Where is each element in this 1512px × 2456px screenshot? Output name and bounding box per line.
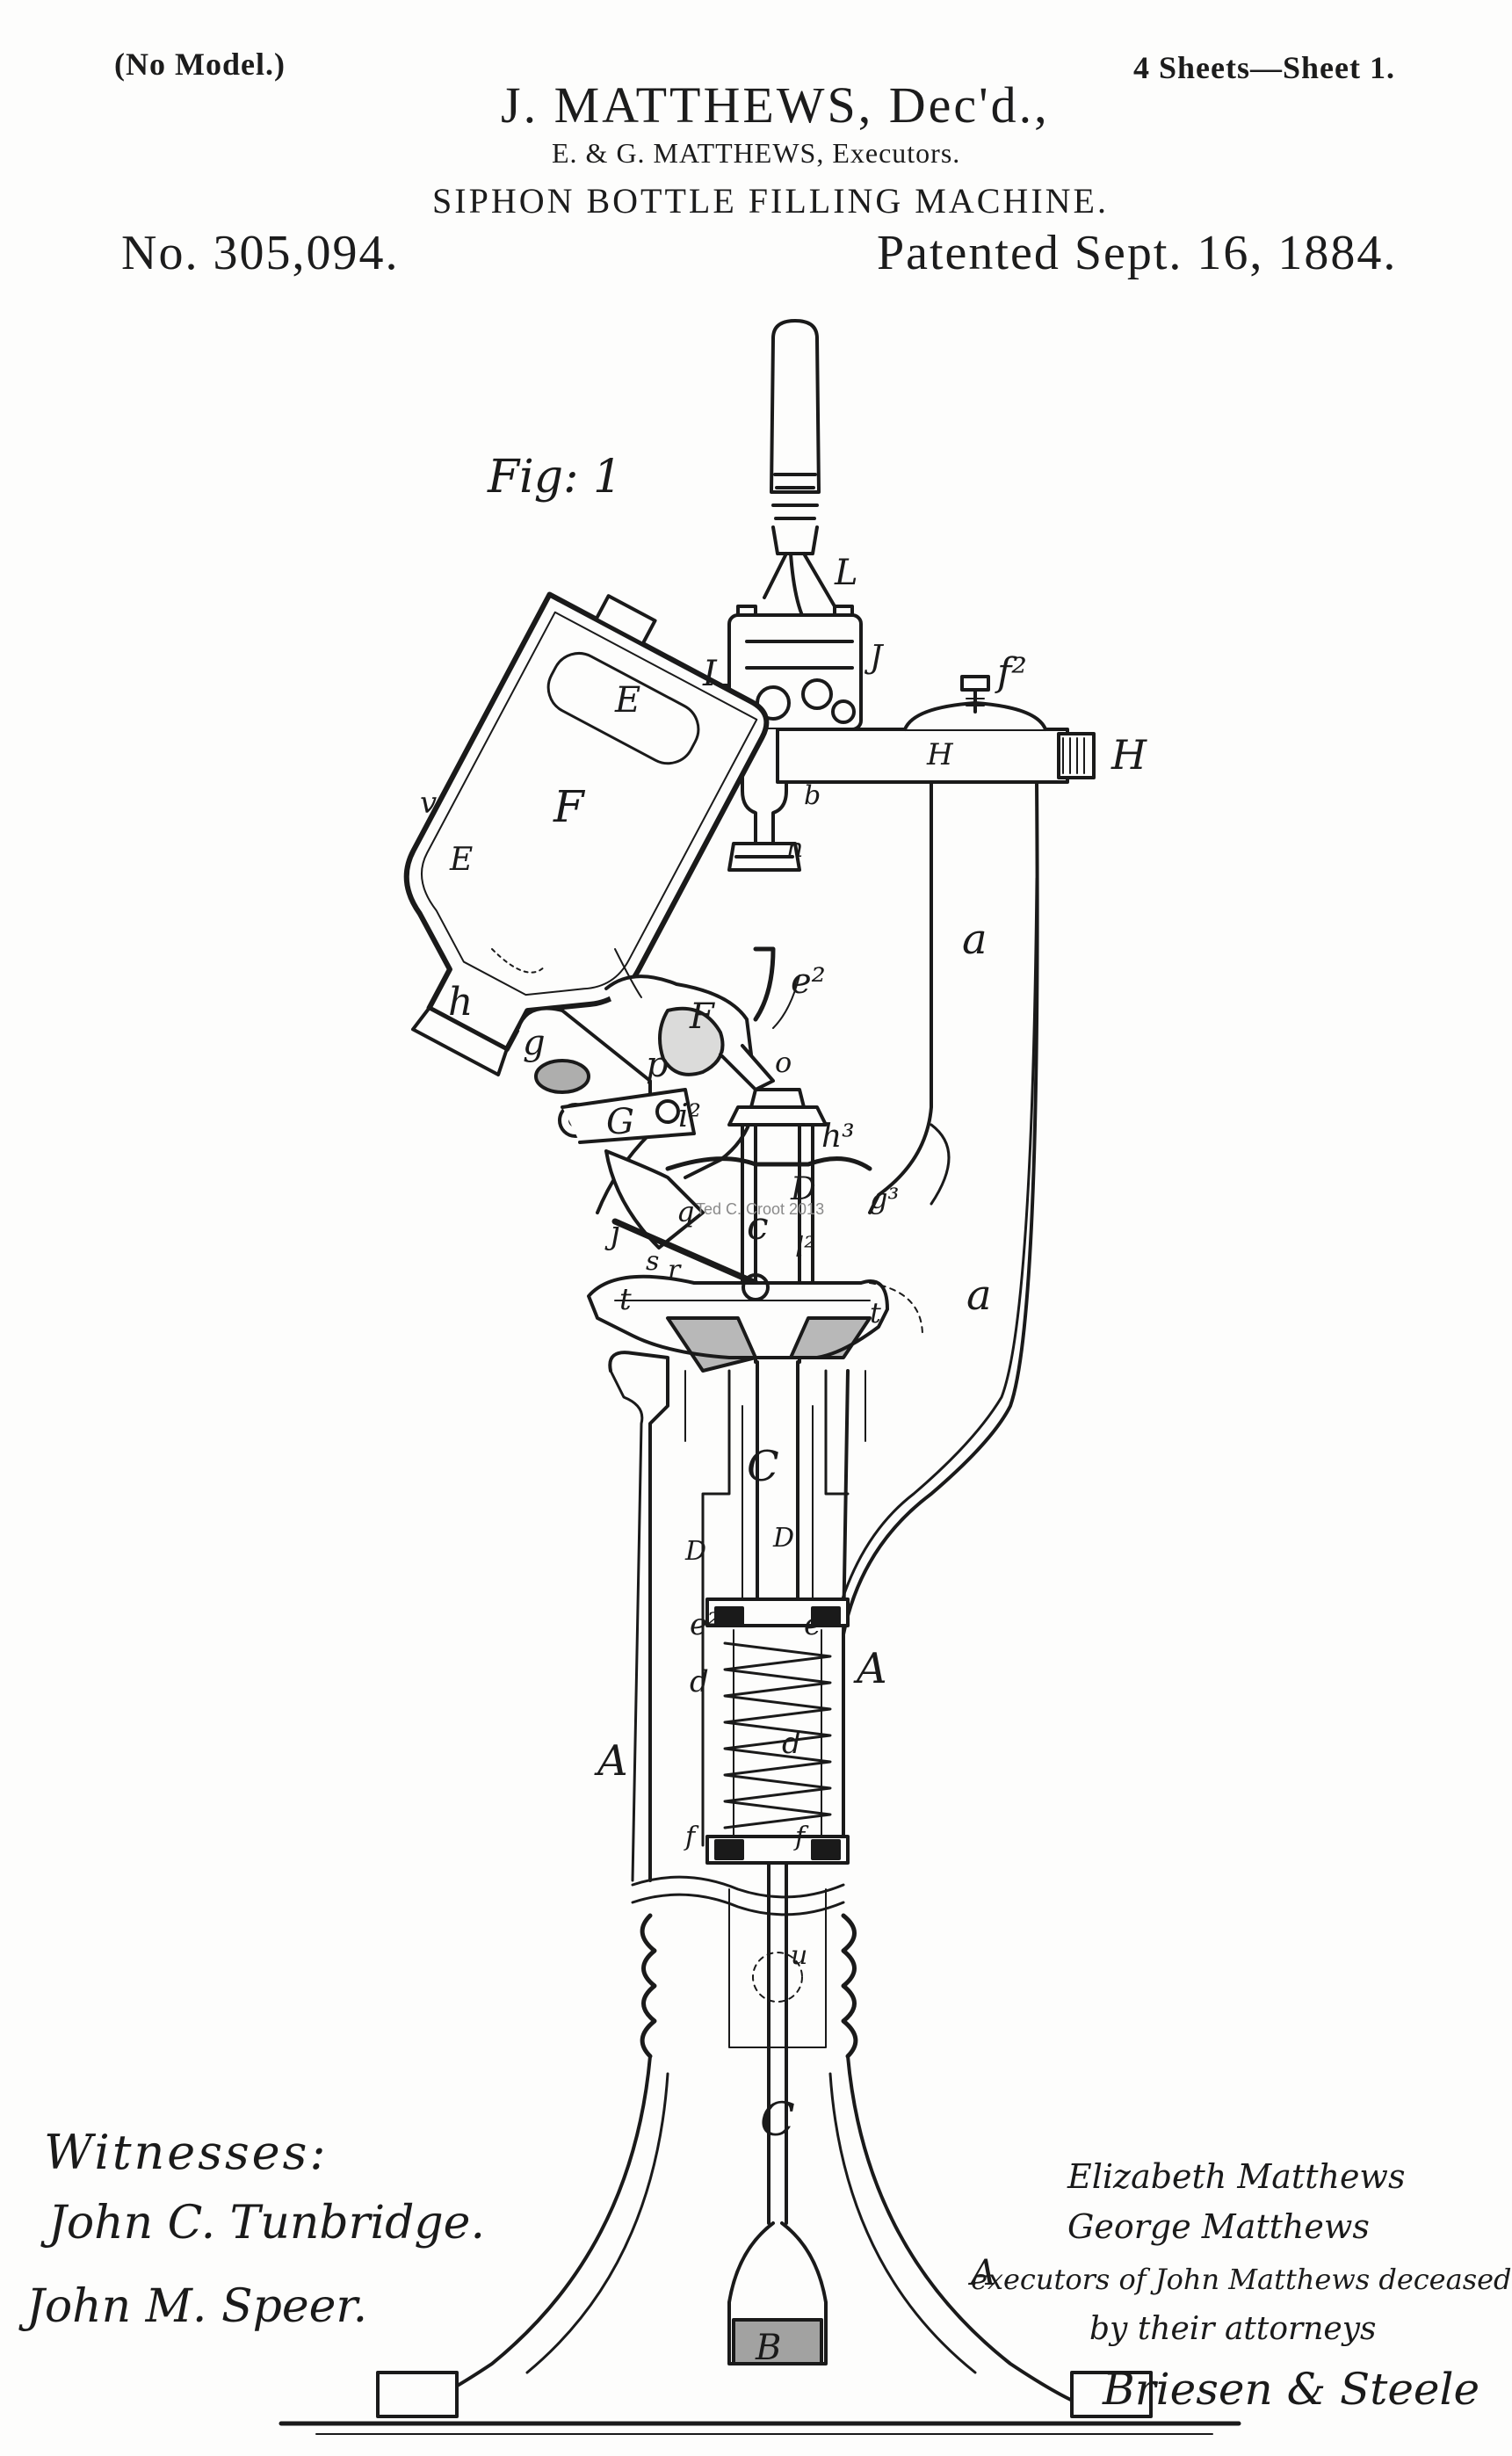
label-E: E (614, 680, 640, 721)
reference-labels: Fig: 1 L I J f² H H E F b v E n a h e² F… (420, 451, 1147, 2368)
label-D-mid: D (772, 1523, 794, 1554)
watermark: Ted C. Croot 2013 (696, 1200, 825, 1218)
label-q: q (676, 1195, 694, 1228)
fig-label: Fig: 1 (487, 451, 622, 504)
bottle-F (403, 591, 770, 1077)
witnesses-label: Witnesses: (44, 2125, 329, 2180)
label-C-lower: C (760, 2094, 795, 2147)
patent-date: Patented Sept. 16, 1884. (877, 226, 1398, 280)
label-h: h (448, 980, 473, 1025)
label-D-left: D (684, 1536, 706, 1567)
label-g: g (523, 1023, 546, 1063)
label-i2: i² (678, 1098, 701, 1134)
label-e: e (804, 1607, 821, 1642)
label-u: u (791, 1940, 807, 1971)
break-line (631, 1875, 845, 1899)
label-l2: l² (795, 1230, 815, 1264)
label-J: J (864, 640, 885, 676)
executors-note: executors of John Matthews deceased (971, 2263, 1512, 2296)
arm-H (776, 675, 1096, 784)
label-H: H (926, 737, 954, 772)
label-f-left: f (684, 1822, 699, 1852)
label-g3: g³ (870, 1182, 899, 1215)
label-c: c (747, 1204, 769, 1249)
label-s: s (646, 1246, 659, 1277)
label-a-upper: a (962, 915, 988, 964)
label-e2-top: e² (791, 961, 826, 1002)
patent-number: No. 305,094. (121, 226, 400, 280)
inventor-name: J. MATTHEWS, Dec'd., (501, 76, 1050, 134)
label-p: p (646, 1045, 669, 1085)
executor-signature-2: George Matthews (1067, 2207, 1370, 2246)
label-H-end: H (1110, 731, 1147, 779)
label-d-left: d (690, 1664, 709, 1699)
label-e2: e² (690, 1607, 720, 1642)
valve-head (714, 605, 863, 872)
hub-ring (587, 1273, 923, 1373)
label-B: B (755, 2328, 781, 2368)
patent-title: SIPHON BOTTLE FILLING MACHINE. (432, 181, 1109, 221)
label-D-upper: D (790, 1171, 816, 1207)
label-h3: h³ (821, 1119, 855, 1155)
executor-signature-1: Elizabeth Matthews (1067, 2157, 1406, 2196)
tube-top (665, 1088, 872, 1364)
label-G: G (606, 1102, 634, 1142)
no-model-note: (No Model.) (114, 47, 286, 82)
label-A-left: A (594, 1736, 628, 1786)
column-A (608, 1351, 866, 1882)
lever-handle (763, 319, 836, 634)
label-F-small: F (689, 996, 715, 1037)
sheet-count: 4 Sheets—Sheet 1. (1133, 50, 1395, 85)
label-j: j (604, 1215, 620, 1251)
attorney-signature: Briesen & Steele (1103, 2364, 1480, 2415)
label-v: v (420, 786, 437, 821)
label-I: I (702, 654, 718, 694)
label-A-right: A (853, 1644, 887, 1693)
base-A (279, 1913, 1241, 2435)
column-a (833, 780, 1039, 1856)
label-L: L (834, 553, 858, 593)
executors-line: E. & G. MATTHEWS, Executors. (552, 137, 961, 169)
label-A-base: A (967, 2253, 996, 2293)
label-n: n (786, 833, 803, 864)
label-f2: f² (995, 650, 1027, 695)
label-a-lower: a (966, 1271, 992, 1320)
label-F: F (553, 781, 586, 832)
label-b: b (804, 780, 821, 811)
label-E-lower: E (449, 842, 473, 878)
plunger-spring (705, 1360, 850, 2365)
witness-signature-1: John C. Tunbridge. (48, 2197, 485, 2250)
label-t-right: t (870, 1296, 881, 1329)
witness-signature-2: John M. Speer. (26, 2280, 368, 2333)
filling-head (517, 946, 776, 1286)
label-o: o (775, 1046, 792, 1079)
label-C-upper: C (747, 1442, 779, 1491)
label-t-left: t (619, 1282, 632, 1317)
attorneys-note: by their attorneys (1089, 2311, 1377, 2347)
label-r: r (668, 1255, 682, 1286)
label-d-right: d (782, 1726, 801, 1761)
